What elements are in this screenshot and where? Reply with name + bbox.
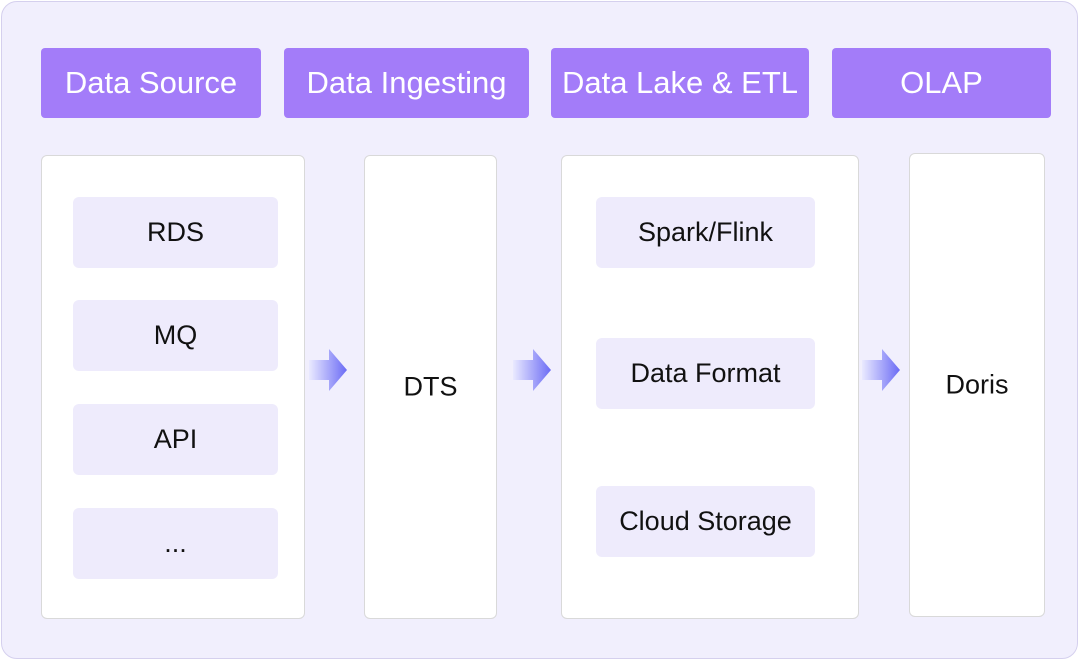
header-olap: OLAP (832, 48, 1051, 118)
header-data-source: Data Source (41, 48, 261, 118)
olap-column: Doris (909, 153, 1045, 617)
arrow-right-icon (862, 349, 900, 391)
doris-label: Doris (945, 369, 1009, 400)
header-data-lake-etl: Data Lake & ETL (551, 48, 809, 118)
arrow-right-icon (513, 349, 551, 391)
dts-label: DTS (403, 371, 458, 402)
lake-item-cloud-storage: Cloud Storage (596, 486, 815, 557)
source-item-mq: MQ (73, 300, 278, 371)
lake-item-spark-flink: Spark/Flink (596, 197, 815, 268)
arrow-right-icon (309, 349, 347, 391)
data-source-column: RDS MQ API ... (41, 155, 305, 619)
source-item-rds: RDS (73, 197, 278, 268)
lake-item-data-format: Data Format (596, 338, 815, 409)
ingesting-column: DTS (364, 155, 497, 619)
source-item-more: ... (73, 508, 278, 579)
data-lake-column: Spark/Flink Data Format Cloud Storage (561, 155, 859, 619)
header-data-ingesting: Data Ingesting (284, 48, 529, 118)
source-item-api: API (73, 404, 278, 475)
